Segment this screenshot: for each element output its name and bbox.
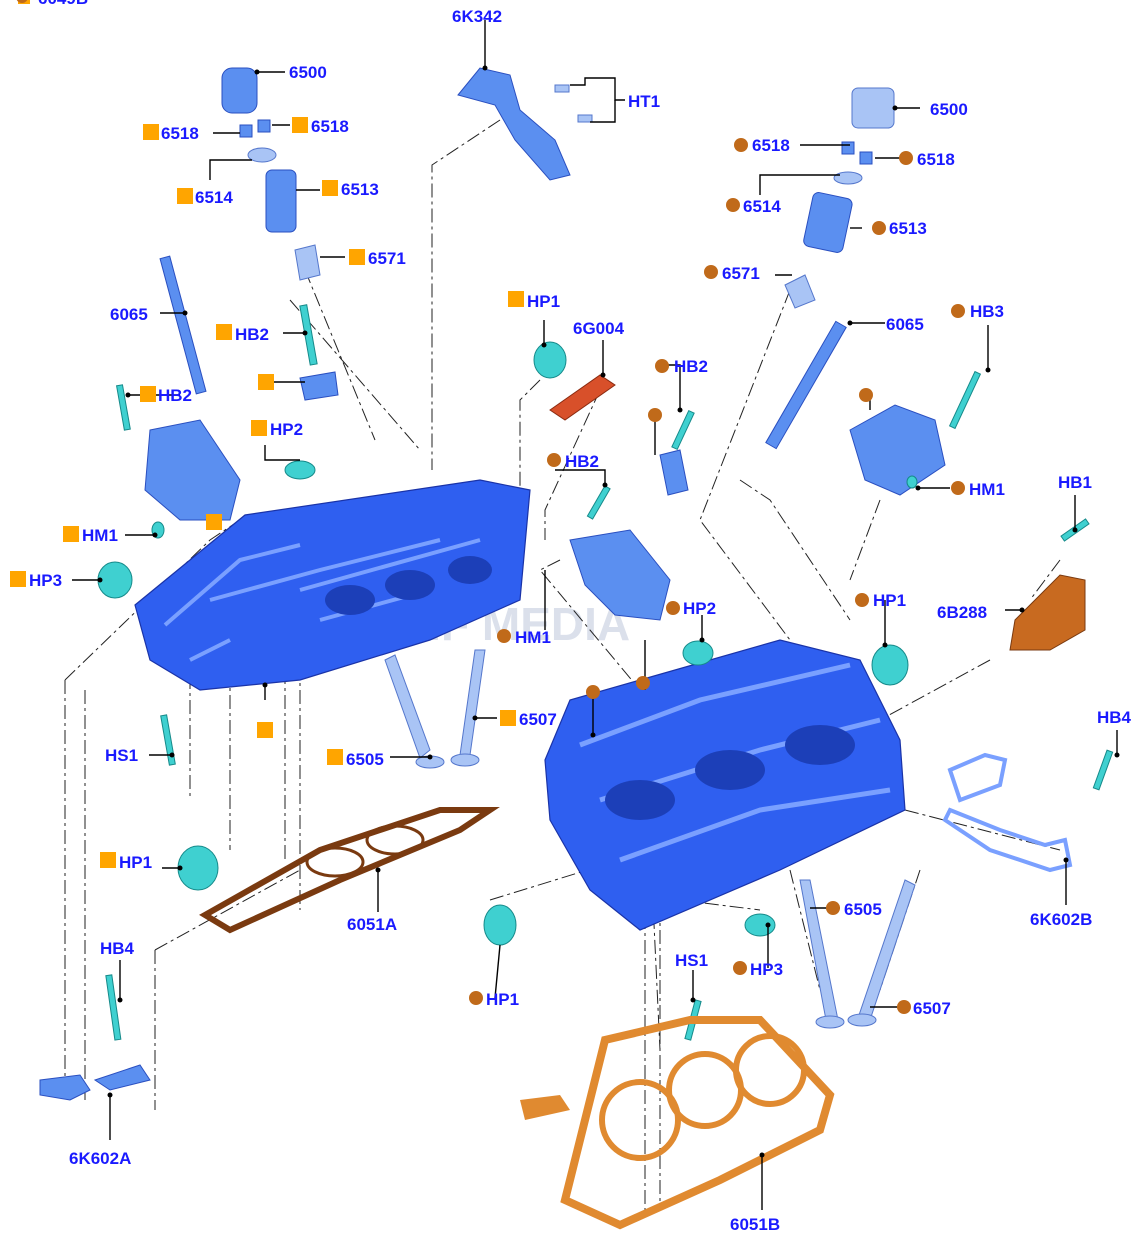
valve-spring-parts-right — [483, 87, 1114, 1041]
label-6065-right: 6065 — [886, 315, 924, 334]
label-HB2-left-b: HB2 — [158, 386, 192, 405]
label-6051B: 6051B — [730, 1215, 780, 1234]
label-HB1-right: HB1 — [1058, 473, 1092, 492]
head-gasket-left — [199, 807, 500, 934]
orange-square-markers — [10, 0, 524, 868]
label-6500-right: 6500 — [930, 100, 968, 119]
label-6518-left-a: 6518 — [161, 124, 199, 143]
label-6065-left: 6065 — [110, 305, 148, 324]
label-HS1-left: HS1 — [105, 746, 138, 765]
label-HS1-right: HS1 — [675, 951, 708, 970]
label-HB2-left-a: HB2 — [235, 325, 269, 344]
label-6513-left: 6513 — [341, 180, 379, 199]
label-HT1: HT1 — [628, 92, 660, 111]
leader-dots — [97, 65, 1120, 1158]
label-HP3-right: HP3 — [750, 960, 783, 979]
cam-cover-6K342 — [457, 67, 593, 181]
right-cylinder-head — [544, 639, 906, 931]
label-6K602A: 6K602A — [69, 1149, 131, 1168]
label-6G004: 6G004 — [573, 319, 625, 338]
label-6051A: 6051A — [347, 915, 397, 934]
label-HB4-right: HB4 — [1097, 708, 1132, 727]
label-6505-left: 6505 — [346, 750, 384, 769]
label-HM1-right: HM1 — [969, 480, 1005, 499]
label-6514-left: 6514 — [195, 188, 233, 207]
label-6518-right-a: 6518 — [752, 136, 790, 155]
label-6505-right: 6505 — [844, 900, 882, 919]
label-6507-right: 6507 — [913, 999, 951, 1018]
label-6B288: 6B288 — [937, 603, 987, 622]
label-HM1-center: HM1 — [515, 628, 551, 647]
label-HB2-right: HB2 — [674, 357, 708, 376]
seal-hp1-center — [533, 341, 567, 379]
label-6049B-partial: 6049B — [38, 0, 88, 8]
label-6513-right: 6513 — [889, 219, 927, 238]
valve-spring-parts-left — [39, 67, 486, 1101]
label-HM1-left: HM1 — [82, 526, 118, 545]
label-HP1-left: HP1 — [119, 853, 152, 872]
label-6507-left: 6507 — [519, 710, 557, 729]
label-6514-right: 6514 — [743, 197, 781, 216]
label-6571-right: 6571 — [722, 264, 760, 283]
label-HP1-right-b: HP1 — [486, 990, 519, 1009]
label-HP1-center: HP1 — [527, 292, 560, 311]
label-HB2-center: HB2 — [565, 452, 599, 471]
label-HP1-right: HP1 — [873, 591, 906, 610]
label-HP2-left: HP2 — [270, 420, 303, 439]
oil-sensor-6G004 — [549, 374, 616, 421]
part-labels: 6049B 6K342 HT1 6500 6518 6518 6514 6513… — [29, 0, 1132, 1234]
label-6518-left-b: 6518 — [311, 117, 349, 136]
label-6K342: 6K342 — [452, 7, 502, 26]
label-HP3-left: HP3 — [29, 571, 62, 590]
head-gasket-right — [520, 1016, 835, 1230]
brown-circle-markers — [16, 0, 965, 1014]
leader-lines — [72, 20, 1118, 1210]
label-HP2-right: HP2 — [683, 599, 716, 618]
label-6518-right-b: 6518 — [917, 150, 955, 169]
label-HB3-right: HB3 — [970, 302, 1004, 321]
label-6571-left: 6571 — [368, 249, 406, 268]
label-HB4-left: HB4 — [100, 939, 135, 958]
label-6K602B: 6K602B — [1030, 910, 1092, 929]
left-cylinder-head — [134, 479, 531, 691]
label-6500-left: 6500 — [289, 63, 327, 82]
